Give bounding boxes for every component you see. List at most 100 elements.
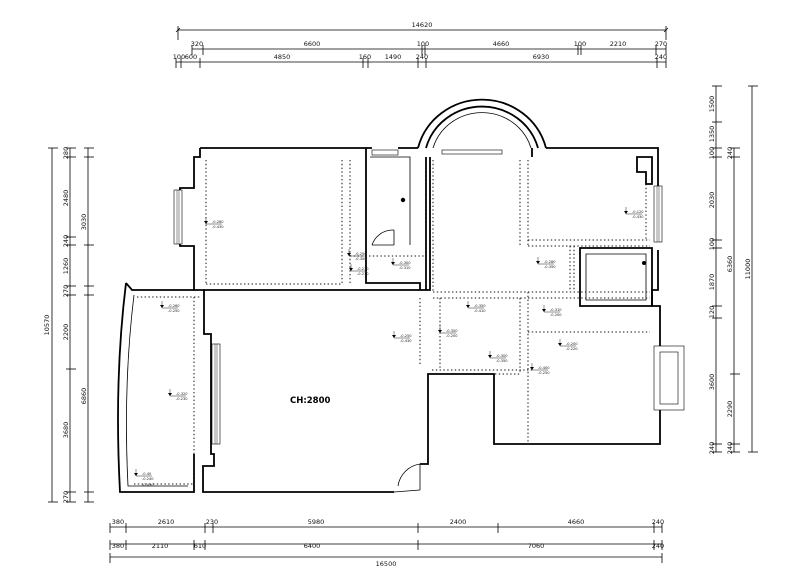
utility-room-inner xyxy=(585,253,647,301)
dim-label: 240 xyxy=(726,442,734,454)
mark-level: -0.40 xyxy=(142,472,152,476)
dim-label: 120 xyxy=(708,306,716,318)
balcony-arc-outer xyxy=(417,98,547,149)
dim-label: 270 xyxy=(655,40,667,48)
mark-level: -0.270 xyxy=(357,267,369,271)
dim-label: 240 xyxy=(708,442,716,454)
dim-label: 100 xyxy=(173,53,185,61)
corner-column xyxy=(636,156,653,185)
ceiling-mark: -0.400 -0.250 xyxy=(530,363,550,375)
mark-level: -0.430 xyxy=(142,483,154,487)
mark-level: -0.400 xyxy=(538,366,550,370)
mark-level: -0.430 xyxy=(632,215,644,219)
dimension-right-text: 1500 1350 100 2030 100 1870 120 3600 240… xyxy=(708,96,752,454)
dim-label: 1500 xyxy=(708,96,716,113)
ceiling-mark: -0.350 -0.200 xyxy=(438,326,458,338)
dim-label: 2400 xyxy=(450,518,467,526)
ceiling-mark: -0.280 -0.350 xyxy=(536,257,556,269)
dim-label: 280 xyxy=(62,147,70,159)
dim-label: 3030 xyxy=(80,214,88,231)
balcony-arc-line xyxy=(432,112,532,149)
ceiling-mark: -0.40 -0.240 xyxy=(134,469,154,481)
ceiling-mark: -0.310 -0.200 xyxy=(542,305,562,317)
ceiling-mark: -0.260 -0.250 xyxy=(160,301,180,313)
outer-wall xyxy=(179,147,661,493)
dim-left-overall: 10570 xyxy=(43,315,51,336)
mark-level: -0.350 xyxy=(446,329,458,333)
mark-level: -0.200 xyxy=(550,313,562,317)
dim-label: 600 xyxy=(185,53,197,61)
dim-label: 6860 xyxy=(80,388,88,405)
dim-label: 2290 xyxy=(726,401,734,418)
mark-level: -0.320 xyxy=(176,392,188,396)
dim-label: 1260 xyxy=(62,258,70,275)
dimension-left-text: 10570 280 2480 240 1260 270 2200 3680 27… xyxy=(43,147,88,503)
dim-label: 1350 xyxy=(708,126,716,143)
mark-level: -0.250 xyxy=(168,309,180,313)
dim-label: 160 xyxy=(359,53,371,61)
left-curved-wall xyxy=(117,282,195,493)
dim-label: 2610 xyxy=(158,518,175,526)
dim-right-overall: 11000 xyxy=(744,259,752,280)
ceiling-mark: -0.320 -0.230 xyxy=(168,389,188,401)
dim-label: 100 xyxy=(708,147,716,159)
dimension-top xyxy=(175,26,669,68)
dim-label: 240 xyxy=(655,53,667,61)
dim-label: 3680 xyxy=(62,422,70,439)
dimension-top-text: 14620 320 6600 100 4660 100 2210 270 100… xyxy=(173,21,667,61)
window-bath xyxy=(371,149,399,156)
mark-level: -0.410 xyxy=(474,309,486,313)
mark-level: -0.310 xyxy=(550,308,562,312)
mark-level: -0.200 xyxy=(566,342,578,346)
dim-label: 240 xyxy=(62,235,70,247)
dim-label: 6360 xyxy=(726,256,734,273)
ceiling-mark: -0.260 -0.430 xyxy=(204,217,224,229)
dim-label: 270 xyxy=(62,491,70,503)
mark-level: -0.120 xyxy=(632,210,644,214)
utility-room xyxy=(579,247,653,307)
bath-inner xyxy=(370,156,411,245)
ceiling-mark: -0.300 -0.350 xyxy=(488,351,508,363)
left-inner-curve xyxy=(126,294,188,487)
mark-level: -0.300 xyxy=(399,261,411,265)
entry-door-swing xyxy=(397,463,421,487)
walls xyxy=(117,98,661,493)
floor-drain-bath xyxy=(400,197,406,203)
dimension-bottom-text: 380 2610 230 5980 2400 4660 240 380 2110… xyxy=(112,518,664,568)
ceiling-mark: -0.250 -0.430 xyxy=(392,331,412,343)
ceiling-mark: -0.120 -0.430 xyxy=(624,207,644,219)
mark-level: -0.210 xyxy=(357,272,369,276)
window-balcony xyxy=(441,149,503,155)
mark-level: -0.220 xyxy=(566,347,578,351)
dim-label: 3600 xyxy=(708,374,716,391)
mark-level: -0.200 xyxy=(446,334,458,338)
dim-label: 5980 xyxy=(308,518,325,526)
window-right-top xyxy=(653,185,663,243)
mark-level: -0.250 xyxy=(355,252,367,256)
ceiling-markers: -0.260 -0.430 -0.250 -0.300 -0.270 -0.21… xyxy=(134,207,644,487)
dim-label: 240 xyxy=(416,53,428,61)
dim-label: 240 xyxy=(726,147,734,159)
dimension-left xyxy=(48,147,94,503)
dimension-right xyxy=(712,85,758,453)
bath-door-swing xyxy=(371,229,395,246)
ceiling-mark: -0.250 -0.300 xyxy=(347,249,367,261)
mark-level: -0.300 xyxy=(355,257,367,261)
mark-level: -0.250 xyxy=(400,334,412,338)
dim-label: 6930 xyxy=(533,53,550,61)
mark-level: -0.350 xyxy=(496,359,508,363)
dim-label: 100 xyxy=(417,40,429,48)
mark-level: -0.250 xyxy=(538,371,550,375)
dim-label: 2110 xyxy=(152,542,169,550)
balcony-arc-inner xyxy=(425,105,539,149)
dim-label: 2030 xyxy=(708,192,716,209)
dim-label: 2200 xyxy=(62,324,70,341)
mark-level: -0.240 xyxy=(142,477,154,481)
dim-label: 2480 xyxy=(62,190,70,207)
dim-label: 270 xyxy=(62,285,70,297)
mark-level: -0.310 xyxy=(399,266,411,270)
dim-label: 2210 xyxy=(610,40,627,48)
dim-label: 1870 xyxy=(708,274,716,291)
dim-label: 4850 xyxy=(274,53,291,61)
dim-label: 240 xyxy=(652,542,664,550)
